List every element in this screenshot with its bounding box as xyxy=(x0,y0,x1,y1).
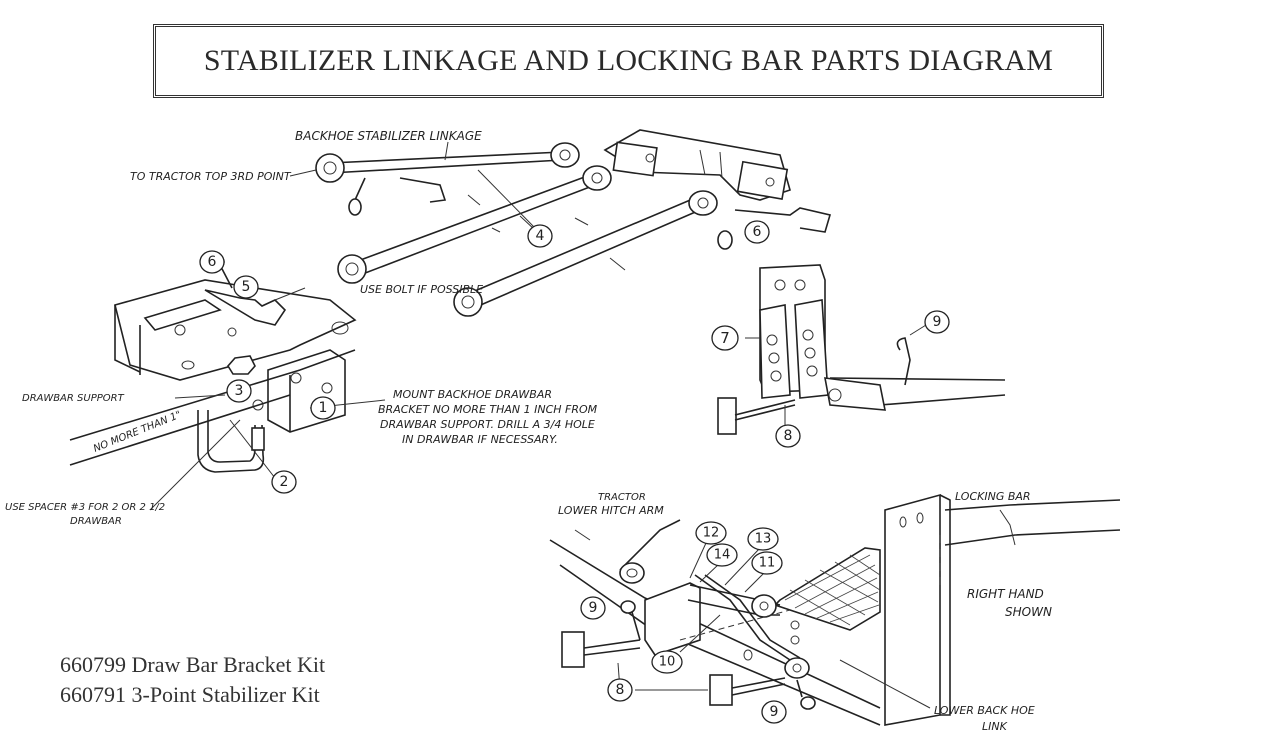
mount-note-line-3: DRAWBAR SUPPORT. DRILL A 3/4 HOLE xyxy=(380,418,595,431)
label-stabilizer-linkage: BACKHOE STABILIZER LINKAGE xyxy=(295,129,482,143)
mount-note-line-2: BRACKET NO MORE THAN 1 INCH FROM xyxy=(378,403,598,416)
label-lower-hitch-arm: LOWER HITCH ARM xyxy=(558,504,664,517)
label-link: LINK xyxy=(982,720,1008,733)
callout-7: 7 xyxy=(711,325,739,351)
kit-item: 660791 3-Point Stabilizer Kit xyxy=(60,682,320,707)
locking-bar-drawing xyxy=(549,493,1121,726)
label-tractor: TRACTOR xyxy=(598,492,646,503)
callout-10: 10 xyxy=(651,650,683,674)
callout-8-label: 8 xyxy=(616,682,625,698)
callout-6-right: 6 xyxy=(744,220,770,244)
callout-6-label: 6 xyxy=(753,224,762,240)
callout-9-label: 9 xyxy=(770,704,779,720)
mount-note-line-1: MOUNT BACKHOE DRAWBAR xyxy=(393,388,552,401)
callout-13-label: 13 xyxy=(755,532,772,547)
label-lower-backhoe-link: LOWER BACK HOE xyxy=(934,704,1035,717)
callout-2: 2 xyxy=(271,470,297,494)
callout-9-label: 9 xyxy=(589,600,598,616)
stabilizer-linkage-drawing xyxy=(69,129,832,511)
label-tractor-top-point: TO TRACTOR TOP 3RD POINT xyxy=(130,170,292,183)
kit-list: 660799 Draw Bar Bracket Kit 660791 3-Poi… xyxy=(60,650,325,710)
callout-2-label: 2 xyxy=(280,474,289,490)
callout-8-label: 8 xyxy=(784,428,793,444)
callout-9-bottom: 9 xyxy=(761,700,787,724)
title-box: STABILIZER LINKAGE AND LOCKING BAR PARTS… xyxy=(153,24,1104,98)
callout-4-label: 4 xyxy=(536,228,545,244)
callout-12-label: 12 xyxy=(703,526,720,541)
mount-note-line-4: IN DRAWBAR IF NECESSARY. xyxy=(402,433,558,446)
callout-3: 3 xyxy=(226,379,252,403)
label-no-more-than: NO MORE THAN 1" xyxy=(92,410,183,455)
callout-10-label: 10 xyxy=(659,655,676,670)
label-use-bolt: USE BOLT IF POSSIBLE xyxy=(360,283,483,296)
page-title: STABILIZER LINKAGE AND LOCKING BAR PARTS… xyxy=(203,44,1054,77)
label-right-hand: RIGHT HAND xyxy=(967,587,1044,601)
label-locking-bar: LOCKING BAR xyxy=(955,490,1031,503)
callout-9-left: 9 xyxy=(580,596,606,620)
callout-9-right: 9 xyxy=(924,310,950,334)
kit-item: 660799 Draw Bar Bracket Kit xyxy=(60,652,326,677)
callout-6-label: 6 xyxy=(208,254,217,270)
callout-3-label: 3 xyxy=(235,383,244,399)
callout-14: 14 xyxy=(706,543,738,567)
callout-5-label: 5 xyxy=(242,279,251,295)
callout-4: 4 xyxy=(527,224,553,248)
callout-5: 5 xyxy=(233,275,259,299)
spacer-note-line-1: USE SPACER #3 FOR 2 OR 2 1/2 xyxy=(5,502,165,513)
callout-1: 1 xyxy=(310,396,336,420)
callout-12: 12 xyxy=(695,521,727,545)
callout-8-lower: 8 xyxy=(607,678,633,702)
label-drawbar-support: DRAWBAR SUPPORT xyxy=(22,393,125,404)
callout-14-label: 14 xyxy=(714,548,731,563)
callout-8-upper: 8 xyxy=(775,424,801,448)
label-shown: SHOWN xyxy=(1005,605,1052,619)
callout-6-left: 6 xyxy=(199,250,225,274)
callout-7-label: 7 xyxy=(720,329,730,347)
callout-11: 11 xyxy=(751,551,783,575)
callout-9-label: 9 xyxy=(933,314,942,330)
callout-13: 13 xyxy=(747,527,779,551)
spacer-note-line-2: DRAWBAR xyxy=(70,516,122,527)
callout-11-label: 11 xyxy=(759,556,776,571)
locking-plates-drawing xyxy=(717,264,1006,435)
callout-1-label: 1 xyxy=(319,400,328,416)
